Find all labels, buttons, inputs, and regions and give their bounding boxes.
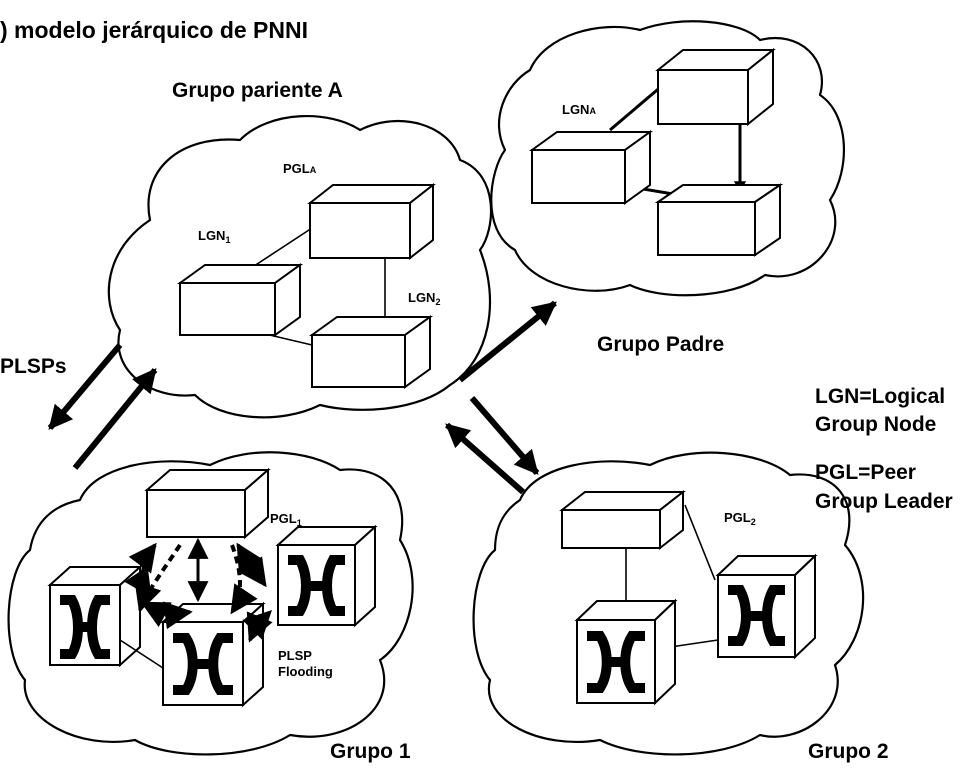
lgn2-label: LGN2 — [408, 290, 440, 307]
node-lgn-a-top — [658, 50, 773, 124]
node-lgn-a-left — [532, 132, 650, 203]
grupo-2-title: Grupo 2 — [808, 740, 889, 763]
legend-pgl-line1: PGL=Peer — [815, 461, 916, 484]
inter-group-arrows — [50, 303, 555, 492]
switch-g1-right — [278, 527, 375, 625]
lgn1-label: LGN1 — [198, 228, 230, 245]
lgn-a-label: LGNA — [562, 102, 596, 117]
legend-pgl-line2: Group Leader — [815, 490, 953, 513]
legend-lgn-line1: LGN=Logical — [815, 385, 945, 408]
grupo-padre-title: Grupo Padre — [597, 333, 724, 356]
legend-lgn-line2: Group Node — [815, 413, 936, 436]
switch-g2-left — [577, 601, 675, 703]
node-pgl-1 — [147, 470, 268, 537]
plsp-flooding-label-line1: PLSP — [278, 648, 312, 663]
grupo-pariente-a-title: Grupo pariente A — [172, 79, 343, 102]
switch-g1-left — [50, 567, 140, 665]
switch-g2-right — [718, 556, 815, 657]
node-lgn2 — [312, 317, 430, 387]
pgl-a-label: PGLA — [283, 161, 317, 176]
diagram-title: ) modelo jerárquico de PNNI — [0, 17, 308, 43]
node-lgn-a-right — [658, 185, 780, 255]
node-pgl-a — [310, 185, 433, 258]
node-pgl-2 — [562, 492, 683, 548]
pgl-1-label: PGL1 — [270, 511, 302, 528]
pgl-2-label: PGL2 — [724, 510, 756, 527]
node-lgn1 — [180, 265, 300, 335]
plsps-label: PLSPs — [0, 355, 67, 378]
plsp-flooding-label-line2: Flooding — [278, 664, 333, 679]
switch-g1-center — [163, 604, 263, 705]
grupo-1-title: Grupo 1 — [330, 740, 411, 763]
